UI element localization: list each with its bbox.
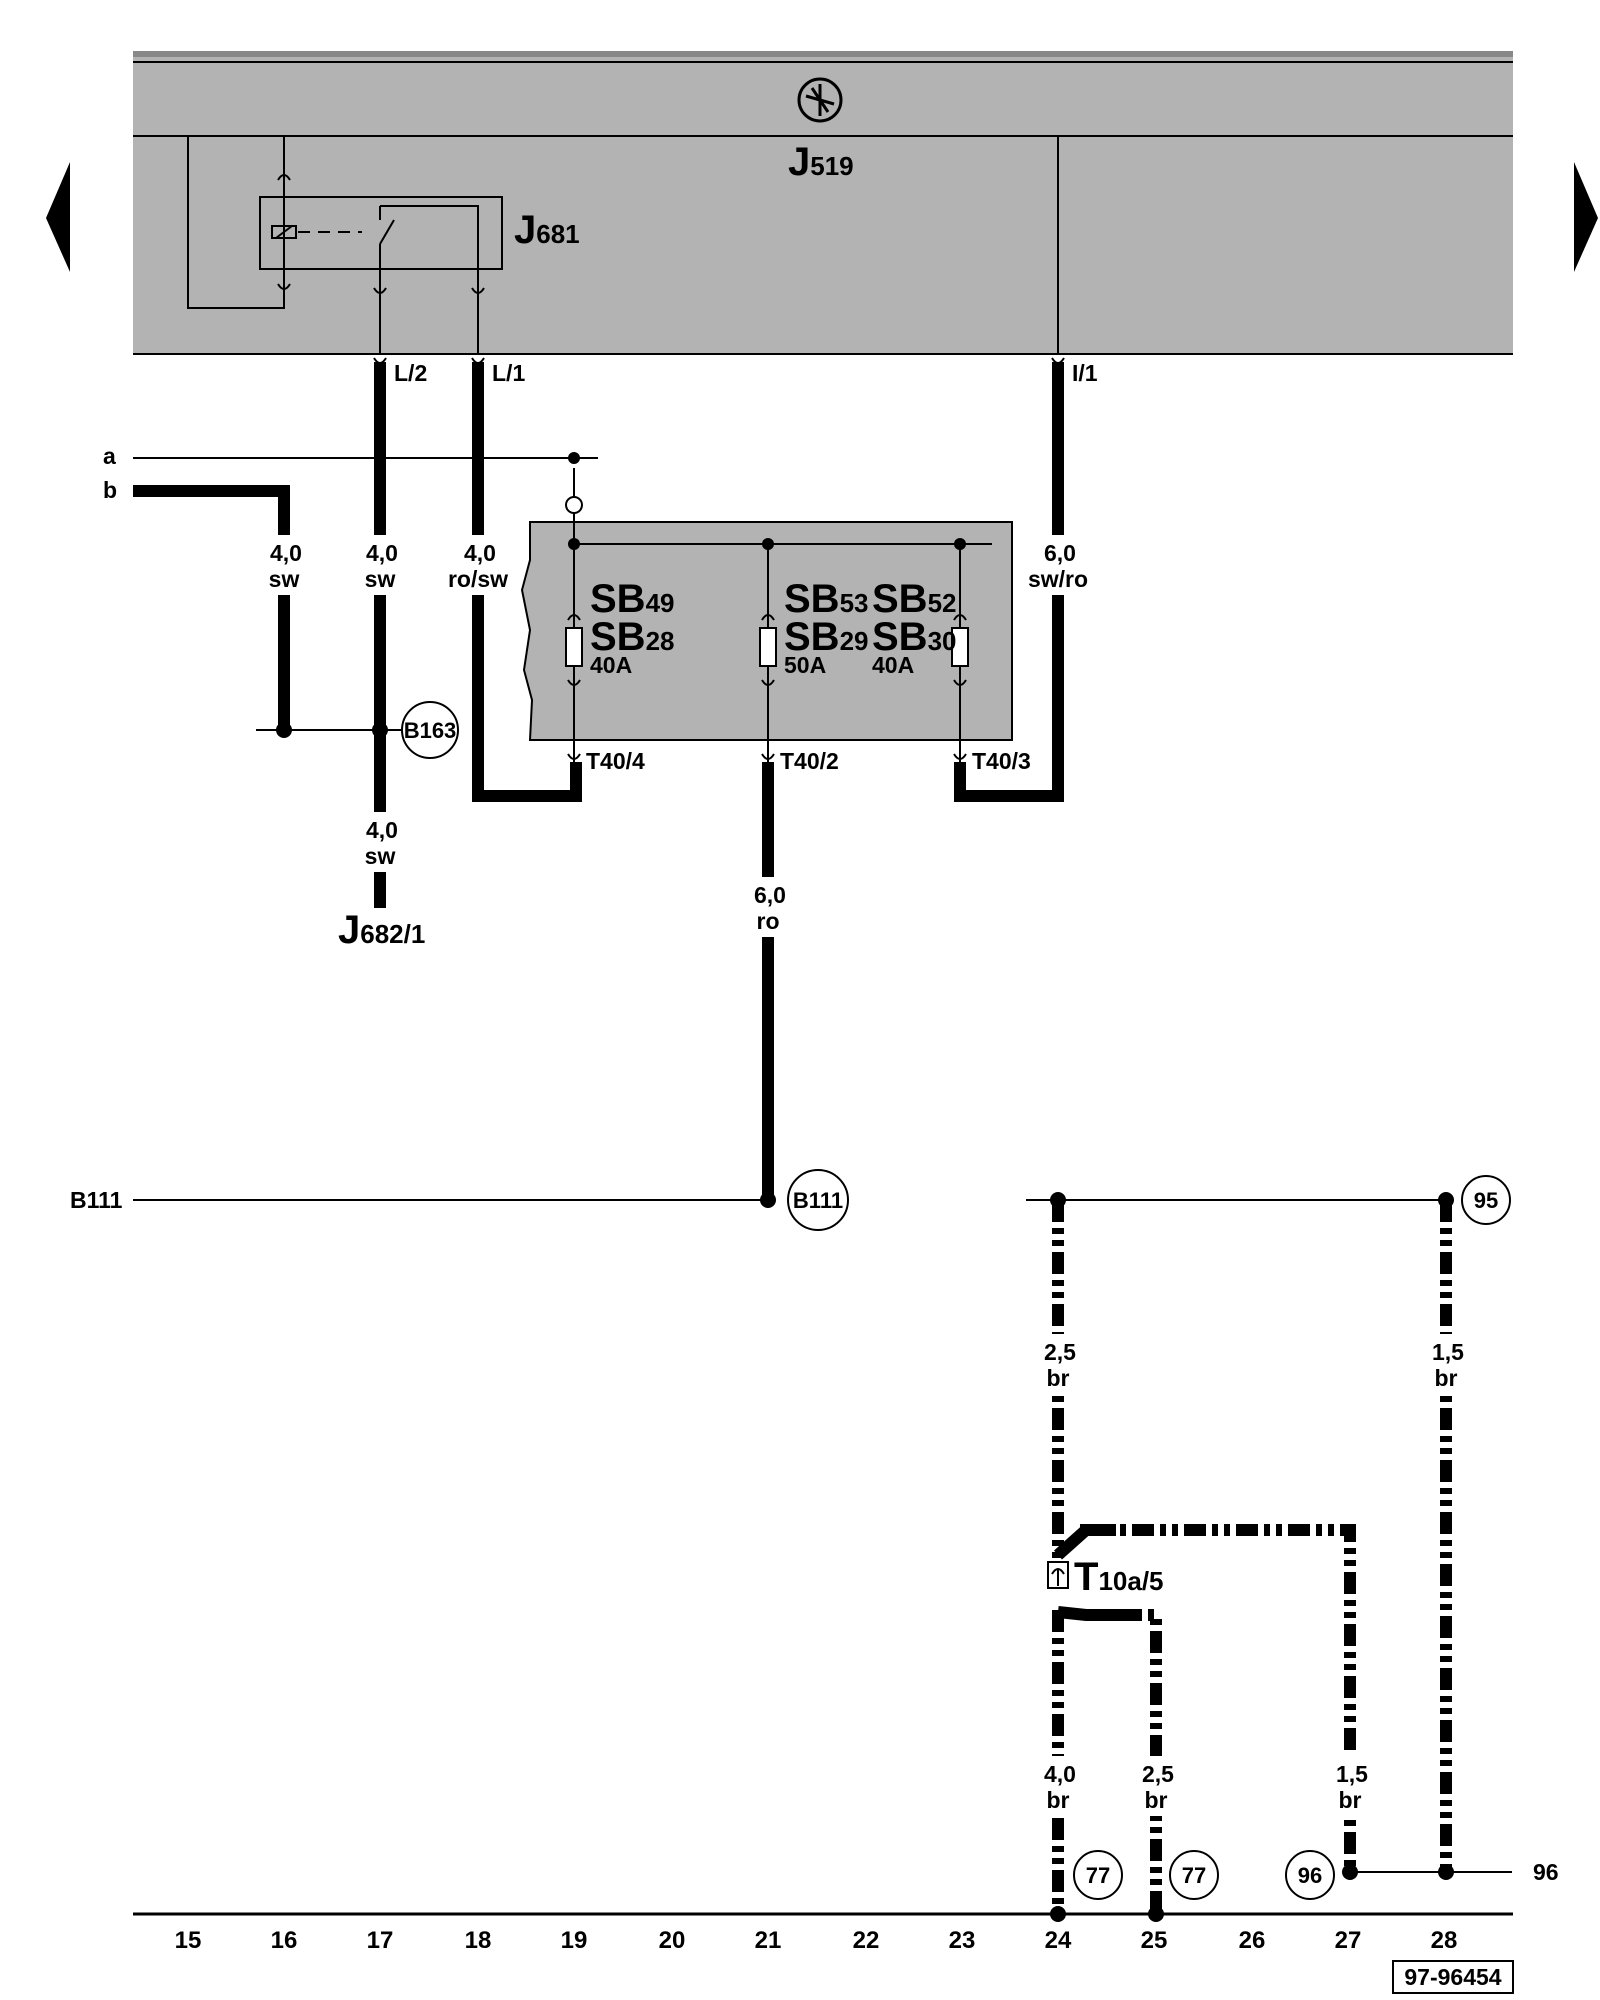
brown-wire-labels: 2,5 br 1,5 br 4,0 br 2,5 br 1,5 br — [1044, 1339, 1464, 1813]
column-number-23: 23 — [949, 1927, 976, 1954]
fuse-rating: 50A — [784, 652, 826, 678]
ref-circle-77[interactable]: 77 — [1073, 1850, 1123, 1900]
wire-label-size: 4,0 — [1044, 1761, 1076, 1787]
output-label-96: 96 — [1533, 1859, 1559, 1885]
svg-text:B111: B111 — [793, 1188, 843, 1213]
wire-label-size: 1,5 — [1336, 1761, 1368, 1787]
column-number-22: 22 — [853, 1927, 880, 1954]
ref-circle-95[interactable]: 95 — [1461, 1175, 1511, 1225]
fuse-label-sb49: SB49 — [590, 577, 675, 621]
ref-circle-b111[interactable]: B111 — [787, 1169, 849, 1231]
wire-label-color: sw — [365, 566, 396, 592]
wire-label-size: 1,5 — [1432, 1339, 1464, 1365]
wire-labels: 4,0 sw 4,0 sw 4,0 ro/sw 6,0 sw/ro 4,0 sw… — [269, 540, 1088, 934]
connector-j682-label: J682/1 — [338, 908, 425, 952]
column-numbers: 15 16 17 18 19 20 21 22 23 24 25 26 27 28 — [175, 1927, 1458, 1954]
wire-label-color: ro/sw — [448, 566, 508, 592]
column-number-26: 26 — [1239, 1927, 1266, 1954]
column-number-16: 16 — [271, 1927, 298, 1954]
wire-label-color: sw/ro — [1028, 566, 1088, 592]
ecu-label: J519 — [788, 140, 854, 184]
splice-node — [276, 722, 292, 738]
pin-label-i1: I/1 — [1072, 360, 1098, 386]
splice-node — [1050, 1906, 1066, 1922]
pin-label-l1: L/1 — [492, 360, 525, 386]
connector-t10a-label: T10a/5 — [1074, 1555, 1164, 1599]
wire-label-size: 2,5 — [1142, 1761, 1174, 1787]
pin-label-l2: L/2 — [394, 360, 427, 386]
svg-text:95: 95 — [1474, 1188, 1498, 1213]
fuse-label-sb28: SB28 — [590, 615, 675, 659]
input-label-a: a — [103, 443, 116, 469]
svg-text:B163: B163 — [404, 718, 457, 743]
fuse-label-sb29: SB29 — [784, 615, 869, 659]
splice-node — [372, 722, 388, 738]
wire-b — [133, 485, 290, 730]
splice-node — [1342, 1864, 1358, 1880]
previous-page-arrow[interactable] — [46, 162, 70, 272]
splice-node — [1438, 1864, 1454, 1880]
fuse-label-sb30: SB30 — [872, 615, 957, 659]
wire-label-color: br — [1339, 1787, 1362, 1813]
fuse-rating: 40A — [872, 652, 914, 678]
wire-label-size: 4,0 — [366, 540, 398, 566]
input-label-b: b — [103, 477, 117, 503]
wire-label-color: br — [1145, 1787, 1168, 1813]
next-page-arrow[interactable] — [1574, 162, 1598, 272]
column-number-21: 21 — [755, 1927, 782, 1954]
column-number-15: 15 — [175, 1927, 202, 1954]
brown-wires — [1052, 1200, 1452, 1910]
wire-label-size: 6,0 — [754, 882, 786, 908]
column-number-27: 27 — [1335, 1927, 1362, 1954]
fuse-labels: SB49 SB28 40A SB53 SB29 50A SB52 SB30 40… — [590, 577, 957, 678]
connector-t10a — [1047, 1561, 1069, 1589]
control-unit-j519: J519 — [133, 51, 1513, 355]
drawing-number-box: 97-96454 — [1392, 1960, 1514, 1994]
fuse-label-sb53: SB53 — [784, 577, 869, 621]
wire-label-color: br — [1047, 1787, 1070, 1813]
svg-text:77: 77 — [1086, 1863, 1110, 1888]
splice-node — [760, 1192, 776, 1208]
column-number-19: 19 — [561, 1927, 588, 1954]
wire-label-color: ro — [757, 908, 780, 934]
column-number-25: 25 — [1141, 1927, 1168, 1954]
ref-circle-77[interactable]: 77 — [1169, 1850, 1219, 1900]
wire-label-color: br — [1435, 1365, 1458, 1391]
ref-circle-96[interactable]: 96 — [1285, 1850, 1335, 1900]
wire-label-color: br — [1047, 1365, 1070, 1391]
column-number-28: 28 — [1431, 1927, 1458, 1954]
relay-j681: J681 — [259, 174, 580, 290]
wire-label-size: 4,0 — [464, 540, 496, 566]
ref-circle-b163[interactable]: B163 — [401, 701, 459, 759]
relay-label: J681 — [514, 208, 580, 252]
wire-label-size: 4,0 — [366, 817, 398, 843]
ground-symbol-icon — [797, 77, 843, 123]
fuse-box — [520, 452, 1013, 762]
wire-label-color: sw — [365, 843, 396, 869]
splice-node — [1148, 1906, 1164, 1922]
brown-wire-joins — [1054, 1524, 1120, 1621]
input-label-b111: B111 — [70, 1187, 123, 1213]
svg-text:97-96454: 97-96454 — [1404, 1964, 1501, 1990]
wire-label-size: 2,5 — [1044, 1339, 1076, 1365]
svg-text:77: 77 — [1182, 1863, 1206, 1888]
pin-label-t40-3: T40/3 — [972, 748, 1031, 774]
wire-label-size: 6,0 — [1044, 540, 1076, 566]
column-number-20: 20 — [659, 1927, 686, 1954]
svg-text:96: 96 — [1298, 1863, 1322, 1888]
fuse-label-sb52: SB52 — [872, 577, 957, 621]
column-number-18: 18 — [465, 1927, 492, 1954]
wire-label-size: 4,0 — [270, 540, 302, 566]
wire-label-color: sw — [269, 566, 300, 592]
pin-label-t40-4: T40/4 — [586, 748, 645, 774]
fuse-rating: 40A — [590, 652, 632, 678]
column-number-24: 24 — [1045, 1927, 1072, 1954]
column-number-17: 17 — [367, 1927, 394, 1954]
pin-label-t40-2: T40/2 — [780, 748, 839, 774]
